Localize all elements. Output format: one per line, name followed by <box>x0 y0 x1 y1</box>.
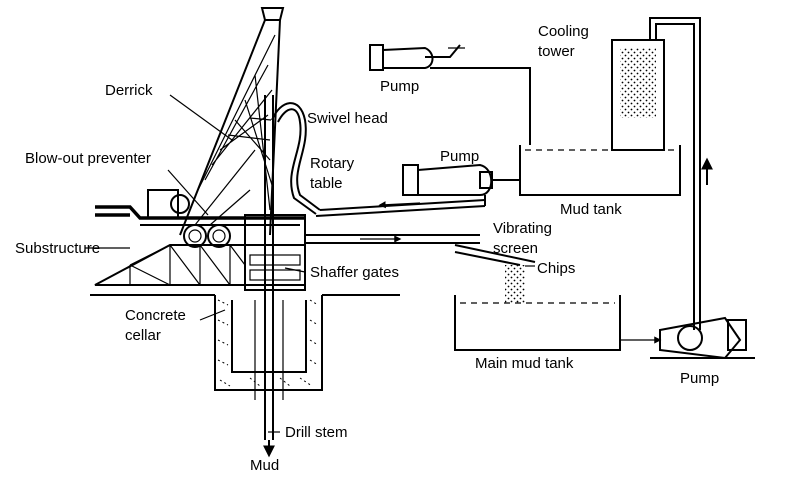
swivel-head-label: Swivel head <box>307 110 388 127</box>
blowout-preventer-label: Blow-out preventer <box>25 150 151 167</box>
rotary-table-label-line1: Rotary <box>310 155 355 172</box>
drill-stem-label: Drill stem <box>285 424 348 441</box>
shaffer-gates-label: Shaffer gates <box>310 264 399 281</box>
rotary-table-label-line2: table <box>310 175 343 192</box>
cooling-tower-label-line2: tower <box>538 43 575 60</box>
mud-tank <box>519 145 681 196</box>
derrick-label: Derrick <box>105 82 153 99</box>
mud-tank-label: Mud tank <box>560 201 622 218</box>
concrete-cellar-label-line1: Concrete <box>125 307 186 324</box>
bottom-pump <box>650 316 755 360</box>
mud-supply-line <box>315 199 486 217</box>
chips-label: Chips <box>537 260 575 277</box>
top-pump-label: Pump <box>380 78 419 95</box>
mud-label: Mud <box>250 457 279 474</box>
middle-pump <box>402 163 520 206</box>
main-mud-tank-label: Main mud tank <box>475 355 574 372</box>
main-mud-tank <box>454 295 662 351</box>
cooling-tower-label-line1: Cooling <box>538 23 589 40</box>
labels: Derrick Swivel head Blow-out preventer R… <box>15 23 719 474</box>
drill-stem <box>254 95 284 458</box>
bottom-pump-label: Pump <box>680 370 719 387</box>
mud-return-line <box>305 234 480 244</box>
concrete-cellar-label-line2: cellar <box>125 327 161 344</box>
vibrating-screen <box>454 244 536 303</box>
blowout-preventer <box>183 214 306 291</box>
middle-pump-label: Pump <box>440 148 479 165</box>
top-pump <box>369 44 531 145</box>
substructure <box>94 244 306 286</box>
concrete-cellar <box>214 295 323 391</box>
swivel-head-hose <box>271 102 321 215</box>
vibrating-screen-label-line2: screen <box>493 240 538 257</box>
vibrating-screen-label-line1: Vibrating <box>493 220 552 237</box>
leader-lines <box>85 94 535 433</box>
substructure-label: Substructure <box>15 240 100 257</box>
cooling-tower <box>611 17 713 330</box>
